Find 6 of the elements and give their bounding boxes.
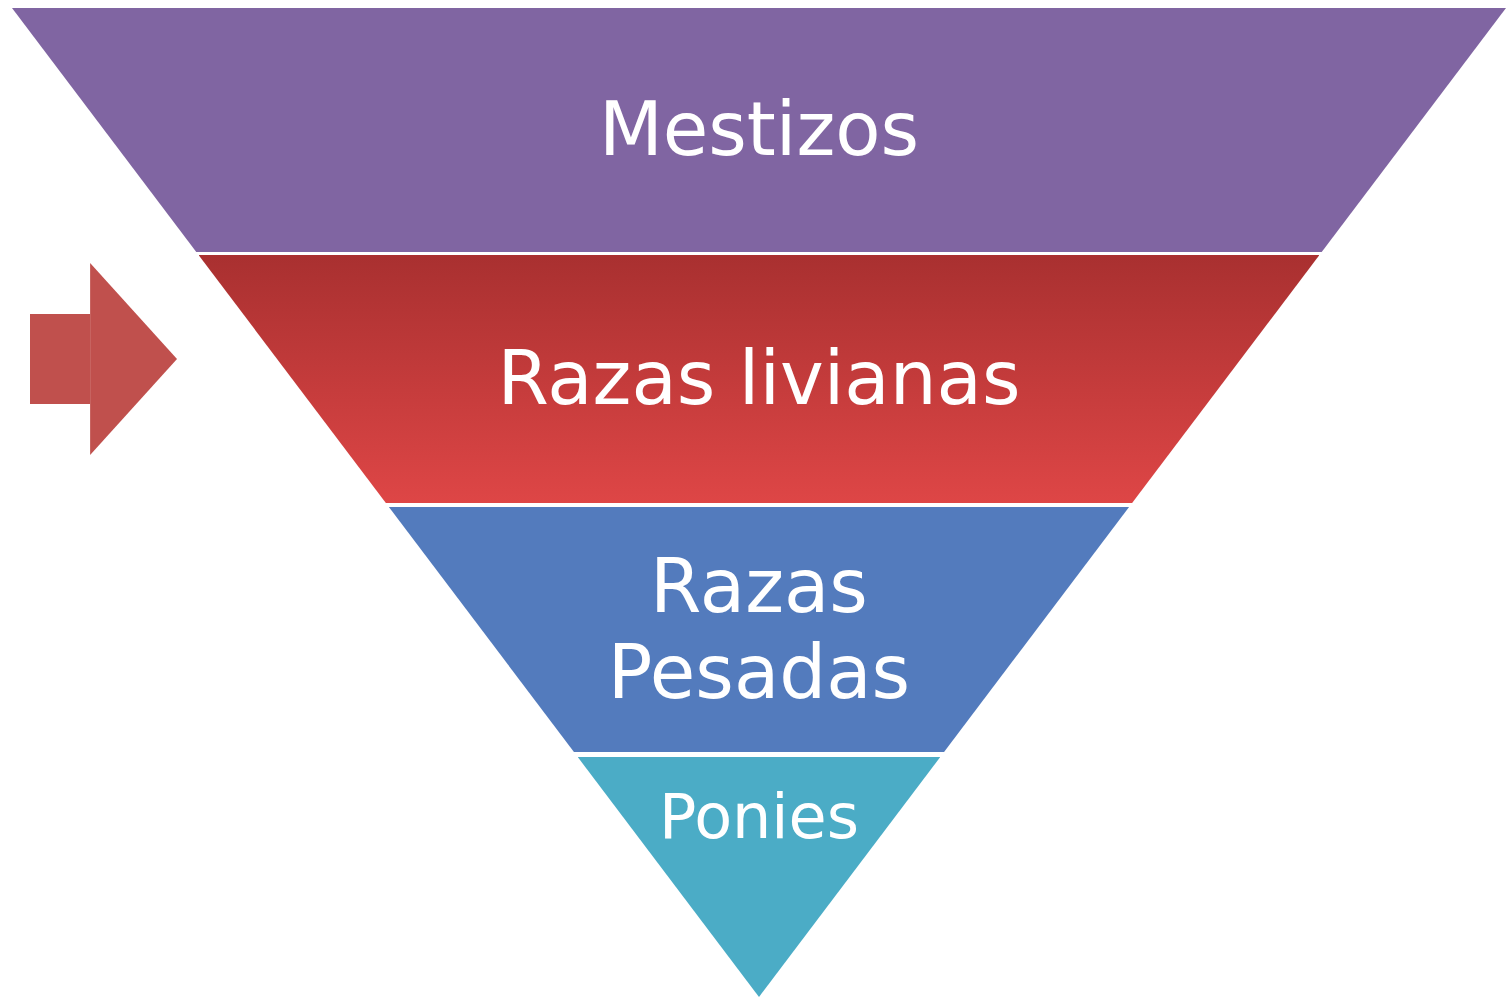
band-label: Mestizos <box>598 87 920 173</box>
funnel-band <box>12 8 1506 252</box>
band-label: Ponies <box>658 781 860 853</box>
block-arrow <box>30 263 178 455</box>
band-label: Razas livianas <box>497 336 1021 422</box>
band-label: Razas Pesadas <box>606 544 912 715</box>
